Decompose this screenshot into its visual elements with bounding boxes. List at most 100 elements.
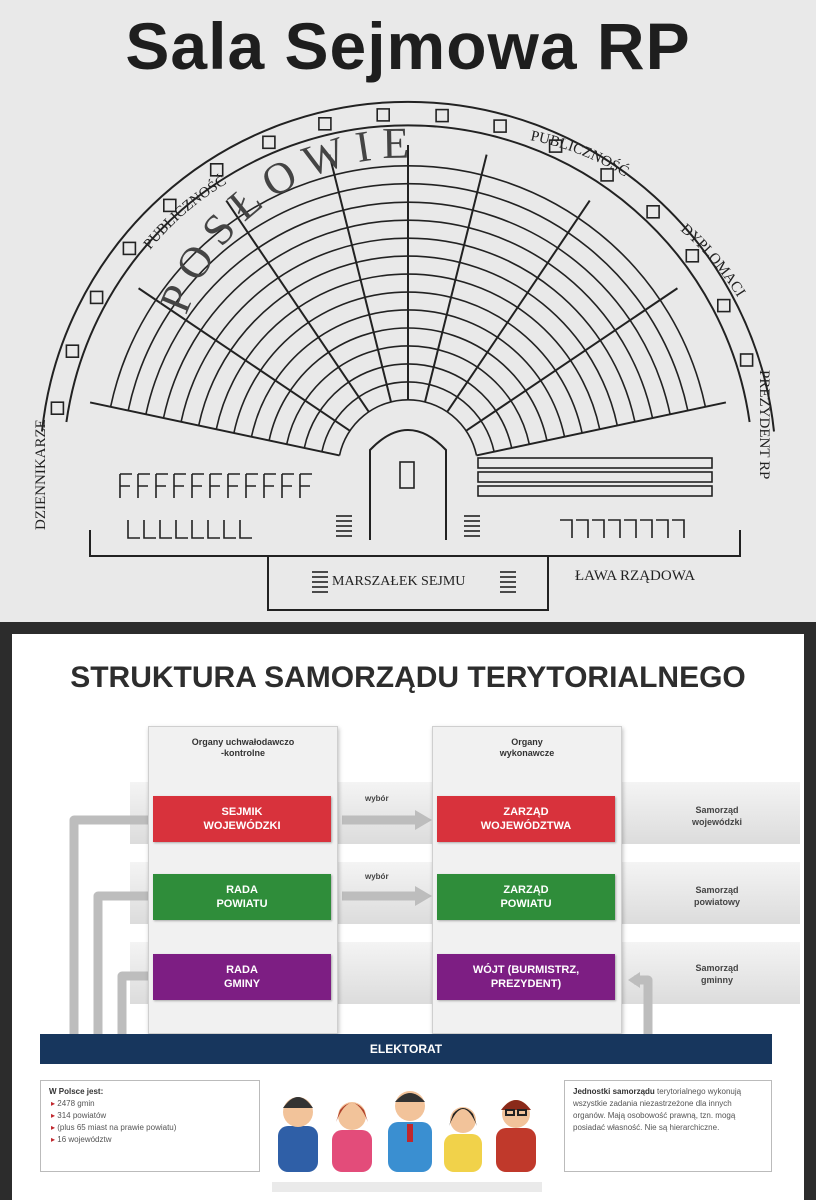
gallery-seat — [548, 139, 563, 153]
aisle — [328, 154, 393, 403]
gallery-seat — [739, 353, 754, 367]
row-label-powiatowy: Samorząd powiatowy — [693, 885, 740, 907]
front-seat — [227, 473, 240, 498]
box-sejmik: SEJMIK WOJEWÓDZKI — [153, 796, 331, 842]
gallery-seat — [376, 108, 391, 122]
front-seat — [281, 473, 294, 498]
info-units-text: terytorialnego wykonują wszystkie zadani… — [573, 1087, 742, 1132]
label-prezydent: PREZYDENT RP — [756, 370, 772, 479]
aisle — [446, 200, 591, 413]
gallery-seat — [493, 119, 507, 133]
label-lawa: ŁAWA RZĄDOWA — [575, 568, 695, 584]
label-poslowie: POSŁOWIE — [150, 118, 420, 319]
info-count-item: (plus 65 miast na prawie powiatu) — [51, 1122, 251, 1134]
vote-label-2: wybór — [365, 872, 389, 881]
government-bench — [477, 485, 713, 497]
info-count-item: 314 powiatów — [51, 1110, 251, 1122]
lower-seat — [576, 519, 589, 538]
arrow-elektorat-wojt — [634, 975, 653, 1034]
rostrum — [369, 429, 447, 540]
front-seat — [209, 473, 222, 498]
box-rada-gminy: RADA GMINY — [153, 954, 331, 1000]
sejm-diagram: Sala Sejmowa RP PUBLICZNOŚĆ PUBLICZNOŚĆ … — [0, 0, 816, 622]
marshal-area — [267, 555, 549, 611]
info-box-counts: W Polsce jest: 2478 gmin 314 powiatów (p… — [40, 1080, 260, 1172]
box-wojt: WÓJT (BURMISTRZ, PREZYDENT) — [437, 954, 615, 1000]
gallery-seat — [209, 163, 224, 177]
front-seat — [245, 473, 258, 498]
label-dziennikarze: DZIENNIKARZE — [33, 419, 49, 530]
government-bench — [477, 457, 713, 469]
government-bench — [477, 471, 713, 483]
front-rail — [89, 530, 741, 557]
structure-arrows — [69, 810, 653, 1034]
lower-seat — [175, 520, 188, 539]
front-seat — [191, 473, 204, 498]
gallery-seat — [318, 117, 332, 131]
lower-seat — [608, 519, 621, 538]
front-seat — [155, 473, 168, 498]
gallery-seat — [435, 108, 449, 123]
lower-seat — [223, 520, 236, 539]
lower-seat — [672, 519, 685, 538]
arrow-elektorat-rada-gminy — [117, 971, 148, 1034]
column-legislative-header: Organy uchwałodawczo -kontrolne — [191, 737, 295, 758]
structure-title: STRUKTURA SAMORZĄDU TERYTORIALNEGO — [70, 661, 746, 694]
footer-bar — [272, 1182, 542, 1192]
arrow-elektorat-sejmik — [69, 815, 148, 1034]
seat-row — [338, 399, 478, 456]
vote-label-1: wybór — [365, 794, 389, 803]
front-seat — [119, 473, 132, 498]
gallery-seat — [716, 298, 731, 313]
aisle — [138, 287, 351, 432]
lower-seat — [239, 520, 252, 539]
aisle — [465, 287, 678, 432]
gallery-seat — [122, 241, 137, 256]
aisle — [89, 401, 340, 457]
front-seat — [263, 473, 276, 498]
gallery-seat — [646, 205, 660, 219]
elektorat-bar: ELEKTORAT — [40, 1034, 772, 1064]
lower-seat — [207, 520, 220, 539]
lower-seat — [143, 520, 156, 539]
box-zarzad-powiatu: ZARZĄD POWIATU — [437, 874, 615, 920]
aisle — [476, 401, 727, 457]
gallery-seat — [65, 344, 80, 359]
info-count-item: 2478 gmin — [51, 1098, 251, 1110]
lower-seat — [592, 519, 605, 538]
gallery-seat — [685, 249, 700, 263]
gallery-seat — [262, 135, 276, 150]
gallery-seat — [50, 401, 65, 416]
lower-seat — [624, 519, 637, 538]
structure-diagram: STRUKTURA SAMORZĄDU TERYTORIALNEGO Organ… — [0, 634, 816, 1200]
sejm-title: Sala Sejmowa RP — [125, 9, 691, 83]
label-marszalek: MARSZAŁEK SEJMU — [332, 574, 465, 589]
lower-seat — [656, 519, 669, 538]
gallery-seat — [163, 198, 177, 213]
row-label-gminny: Samorząd gminny — [695, 963, 739, 985]
row-label-wojewodzki: Samorząd wojewódzki — [691, 805, 742, 827]
arrow-elektorat-rada-powiatu — [93, 891, 148, 1034]
gallery-seat — [89, 290, 104, 305]
lower-seat — [560, 519, 573, 538]
lower-seat — [191, 520, 204, 539]
column-executive-header: Organy wykonawcze — [499, 737, 555, 758]
info-units-title: Jednostki samorządu — [573, 1087, 655, 1096]
gallery-seat — [600, 168, 614, 182]
lower-seat — [640, 519, 653, 538]
lower-seat — [159, 520, 172, 539]
aisle — [423, 154, 488, 403]
aisle — [225, 200, 370, 413]
info-counts-title: W Polsce jest: — [49, 1087, 104, 1096]
divider — [0, 622, 816, 634]
info-count-item: 16 województw — [51, 1134, 251, 1146]
info-box-units: Jednostki samorządu terytorialnego wykon… — [564, 1080, 772, 1172]
front-seat — [299, 473, 312, 498]
front-seat — [173, 473, 186, 498]
box-rada-powiatu: RADA POWIATU — [153, 874, 331, 920]
box-zarzad-wojewodztwa: ZARZĄD WOJEWÓDZTWA — [437, 796, 615, 842]
label-dyplomaci: DYPLOMACI — [677, 221, 748, 300]
lower-seat — [127, 520, 140, 539]
front-seat — [137, 473, 150, 498]
sejm-floor-plan: PUBLICZNOŚĆ PUBLICZNOŚĆ DYPLOMACI POSŁOW… — [33, 100, 775, 611]
